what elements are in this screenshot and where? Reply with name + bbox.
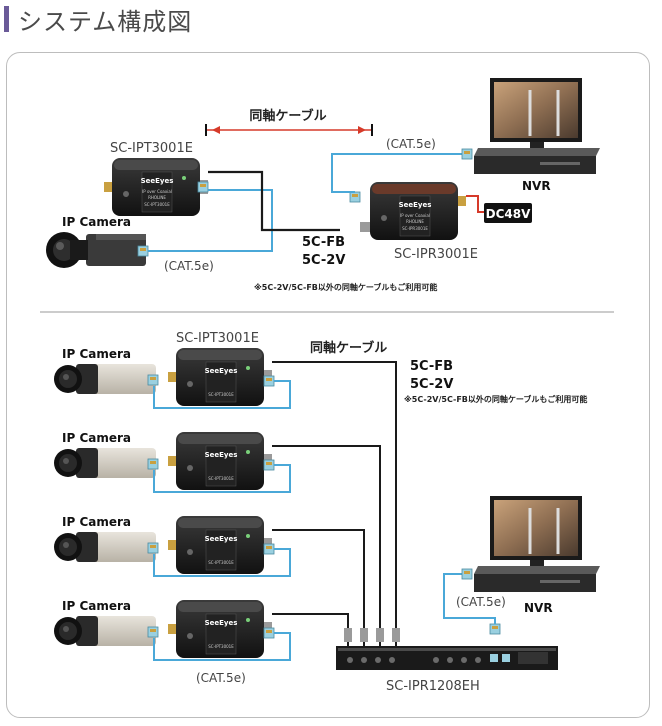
camera-row-2: IP Camera SeeEyes SC-IPT3001E	[54, 431, 381, 648]
svg-text:SC-IPT3001E: SC-IPT3001E	[208, 476, 234, 481]
camera-row-1: IP Camera SeeEyes SC-IPT3001E	[54, 347, 397, 648]
top-cat5-left: (CAT.5e)	[164, 259, 214, 273]
camera-1-label: IP Camera	[62, 347, 131, 361]
bottom-cat5-left: (CAT.5e)	[196, 671, 246, 685]
camera-1-icon	[54, 364, 156, 394]
bottom-cat5-nvr: (CAT.5e)	[456, 595, 506, 609]
svg-text:SeeEyes: SeeEyes	[205, 451, 238, 459]
camera-4-label: IP Camera	[62, 599, 131, 613]
svg-text:SeeEyes: SeeEyes	[205, 367, 238, 375]
top-nvr-rj45-icon	[461, 148, 473, 160]
bottom-nvr-label: NVR	[524, 601, 553, 615]
bottom-transmitter-label: SC-IPT3001E	[176, 331, 259, 346]
section-heading: システム構成図	[0, 0, 662, 38]
top-coax-label: 同軸ケーブル	[249, 108, 326, 124]
transmitter-4-device: SeeEyes SC-IPT3001E	[167, 599, 273, 659]
top-camera-icon	[46, 232, 146, 268]
svg-text:RHOLINE: RHOLINE	[148, 195, 166, 200]
camera-3-label: IP Camera	[62, 515, 131, 529]
power-label: DC48V	[486, 207, 531, 221]
top-camera-label: IP Camera	[62, 215, 131, 229]
transmitter-3-device: SeeEyes SC-IPT3001E	[167, 515, 273, 575]
svg-text:RHOLINE: RHOLINE	[406, 219, 424, 224]
svg-text:SC-IPR3001E: SC-IPR3001E	[402, 226, 428, 231]
bottom-nvr-recorder-icon	[474, 566, 600, 592]
svg-text:SC-IPT3001E: SC-IPT3001E	[144, 202, 170, 207]
camera-2-rj45-icon	[147, 458, 159, 470]
power-line	[466, 195, 484, 213]
top-monitor-icon	[490, 78, 582, 148]
svg-text:SC-IPT3001E: SC-IPT3001E	[208, 644, 234, 649]
top-note: ※5C-2V/5C-FB以外の同軸ケーブルもご利用可能	[254, 282, 437, 292]
bottom-lan-nvr-line	[443, 573, 496, 624]
top-camera-rj45-icon	[137, 245, 149, 257]
transmitter-1-rj45-icon	[263, 375, 275, 387]
top-cat5-right: (CAT.5e)	[386, 137, 436, 151]
bottom-nvr-rj45-icon	[461, 568, 473, 580]
top-lan-nvr-line	[331, 153, 462, 193]
top-tx-rj45-icon	[197, 181, 209, 193]
top-receiver-device: SeeEyes IP over Coaxial RHOLINE SC-IPR30…	[360, 182, 466, 240]
transmitter-1-device: SeeEyes SC-IPT3001E	[167, 347, 273, 407]
svg-text:SeeEyes: SeeEyes	[399, 201, 432, 209]
svg-text:SeeEyes: SeeEyes	[141, 177, 174, 185]
page-title: システム構成図	[18, 8, 193, 36]
top-nvr-label: NVR	[522, 179, 551, 193]
bottom-note: ※5C-2V/5C-FB以外の同軸ケーブルもご利用可能	[404, 394, 587, 404]
bottom-cable-5c2v: 5C-2V	[410, 377, 453, 392]
top-transmitter-label: SC-IPT3001E	[110, 141, 193, 156]
power-box	[484, 203, 532, 223]
camera-row-4: IP Camera SeeEyes SC-IPT3001E	[54, 599, 349, 661]
bottom-cable-5cfb: 5C-FB	[410, 359, 453, 374]
heading-accent-bar	[4, 6, 9, 32]
top-nvr-recorder-icon	[474, 148, 600, 174]
transmitter-3-rj45-icon	[263, 543, 275, 555]
camera-3-icon	[54, 532, 156, 562]
top-rx-rj45-icon	[349, 191, 361, 203]
svg-text:SC-IPT3001E: SC-IPT3001E	[208, 392, 234, 397]
rack-rj45-icon	[489, 623, 501, 635]
rack-receiver-device	[336, 646, 558, 670]
camera-2-icon	[54, 448, 156, 478]
camera-4-icon	[54, 616, 156, 646]
rack-coax-connectors	[344, 628, 400, 642]
transmitter-2-device: SeeEyes SC-IPT3001E	[167, 431, 273, 491]
top-transmitter-device: SeeEyes IP over Coaxial RHOLINE SC-IPT30…	[103, 157, 209, 217]
top-cable-5c2v: 5C-2V	[302, 253, 345, 268]
camera-3-rj45-icon	[147, 542, 159, 554]
top-cable-5cfb: 5C-FB	[302, 235, 345, 250]
camera-row-3: IP Camera SeeEyes SC-IPT3001E	[54, 515, 365, 648]
svg-text:SeeEyes: SeeEyes	[205, 619, 238, 627]
camera-2-label: IP Camera	[62, 431, 131, 445]
svg-text:SeeEyes: SeeEyes	[205, 535, 238, 543]
camera-4-rj45-icon	[147, 626, 159, 638]
transmitter-2-rj45-icon	[263, 459, 275, 471]
bottom-coax-label: 同軸ケーブル	[310, 340, 387, 356]
bottom-monitor-icon	[490, 496, 582, 566]
svg-text:IP over Coaxial: IP over Coaxial	[142, 189, 172, 194]
svg-text:IP over Coaxial: IP over Coaxial	[400, 213, 430, 218]
camera-1-rj45-icon	[147, 374, 159, 386]
top-receiver-label: SC-IPR3001E	[394, 247, 478, 262]
transmitter-4-rj45-icon	[263, 627, 275, 639]
svg-text:SC-IPT3001E: SC-IPT3001E	[208, 560, 234, 565]
top-lan-camera-line	[148, 189, 273, 252]
rack-receiver-label: SC-IPR1208EH	[386, 679, 480, 694]
top-coax-line	[208, 170, 340, 232]
